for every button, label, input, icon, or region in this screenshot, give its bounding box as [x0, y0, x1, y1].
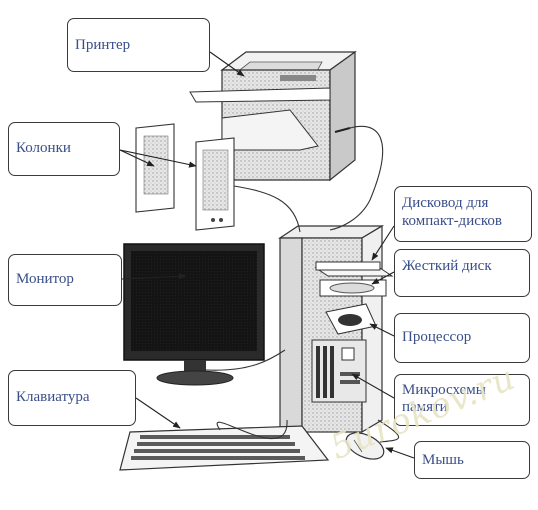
label-hard-disk-text: Жесткий диск [402, 258, 492, 274]
label-keyboard-text: Клавиатура [16, 389, 90, 405]
mouse-illustration [345, 432, 385, 460]
cables [205, 125, 400, 443]
label-monitor-text: Монитор [16, 271, 74, 287]
monitor-illustration [123, 243, 265, 386]
label-hard-disk: Жесткий диск [394, 249, 530, 297]
label-printer-text: Принтер [75, 37, 131, 53]
label-processor-text: Процессор [402, 329, 472, 345]
label-speakers-text: Колонки [16, 140, 71, 156]
label-speakers: Колонки [8, 122, 120, 176]
system-unit-illustration [278, 224, 394, 434]
label-memory-chips: Микросхемы памяти [394, 374, 530, 426]
label-cd-drive-text: Дисковод для компакт-дисков [402, 195, 502, 229]
speakers-illustration [135, 123, 235, 231]
printer-illustration [189, 50, 357, 182]
label-processor: Процессор [394, 313, 530, 363]
label-cd-drive: Дисковод для компакт-дисков [394, 186, 532, 242]
label-memory-chips-text: Микросхемы памяти [402, 382, 486, 415]
label-mouse: Мышь [414, 441, 530, 479]
keyboard-illustration [119, 425, 330, 471]
label-monitor: Монитор [8, 254, 122, 306]
pointer-lines [119, 51, 415, 459]
label-mouse-text: Мышь [422, 452, 464, 468]
label-printer: Принтер [67, 18, 210, 72]
label-keyboard: Клавиатура [8, 370, 136, 426]
